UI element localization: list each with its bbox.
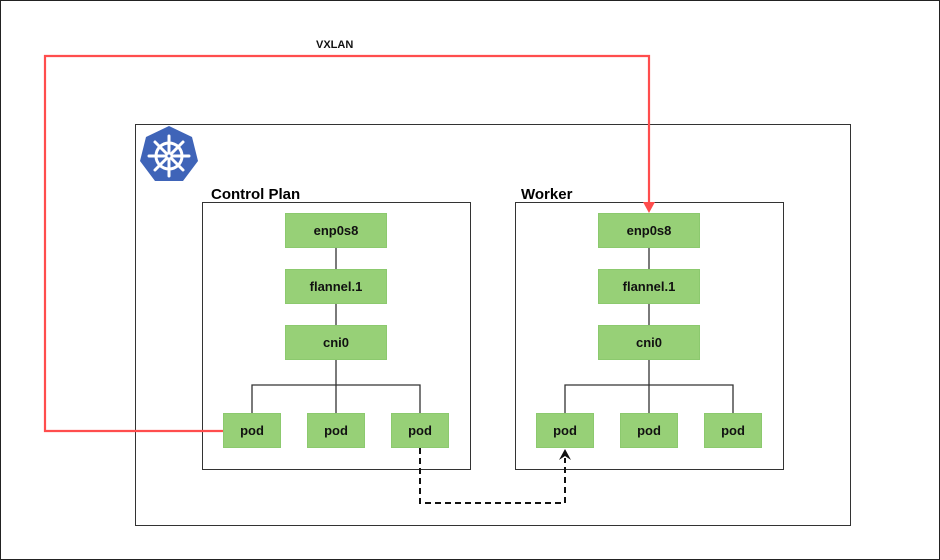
- worker-enp0s8-node[interactable]: enp0s8: [598, 213, 700, 248]
- worker-cni0-node[interactable]: cni0: [598, 325, 700, 360]
- control-plane-title: Control Plan: [211, 186, 301, 203]
- cluster-box: [135, 124, 851, 526]
- worker-links: [564, 248, 734, 413]
- w-link-pod-bus: [564, 384, 734, 413]
- control-plane-enp0s8-node[interactable]: enp0s8: [285, 213, 387, 248]
- worker-title: Worker: [521, 186, 573, 203]
- pod-to-pod-dashed-line: [419, 448, 566, 504]
- worker-flannel-node[interactable]: flannel.1: [598, 269, 700, 304]
- control-plane-box: [202, 202, 471, 470]
- vxlan-arrowhead-icon: [643, 202, 655, 213]
- control-plane-links: [251, 248, 421, 413]
- control-plane-pod-1[interactable]: pod: [223, 413, 281, 448]
- worker-pod-1[interactable]: pod: [536, 413, 594, 448]
- cp-link-pod-bus: [251, 384, 421, 413]
- control-plane-pod-2[interactable]: pod: [307, 413, 365, 448]
- kubernetes-logo-icon: [136, 124, 202, 188]
- control-plane-flannel-node[interactable]: flannel.1: [285, 269, 387, 304]
- control-plane-pod-3[interactable]: pod: [391, 413, 449, 448]
- pod-to-pod-arrowhead-icon: [559, 449, 571, 460]
- worker-pod-2[interactable]: pod: [620, 413, 678, 448]
- worker-pod-3[interactable]: pod: [704, 413, 762, 448]
- control-plane-cni0-node[interactable]: cni0: [285, 325, 387, 360]
- vxlan-route-line: [43, 54, 651, 433]
- vxlan-label: VXLAN: [316, 39, 354, 51]
